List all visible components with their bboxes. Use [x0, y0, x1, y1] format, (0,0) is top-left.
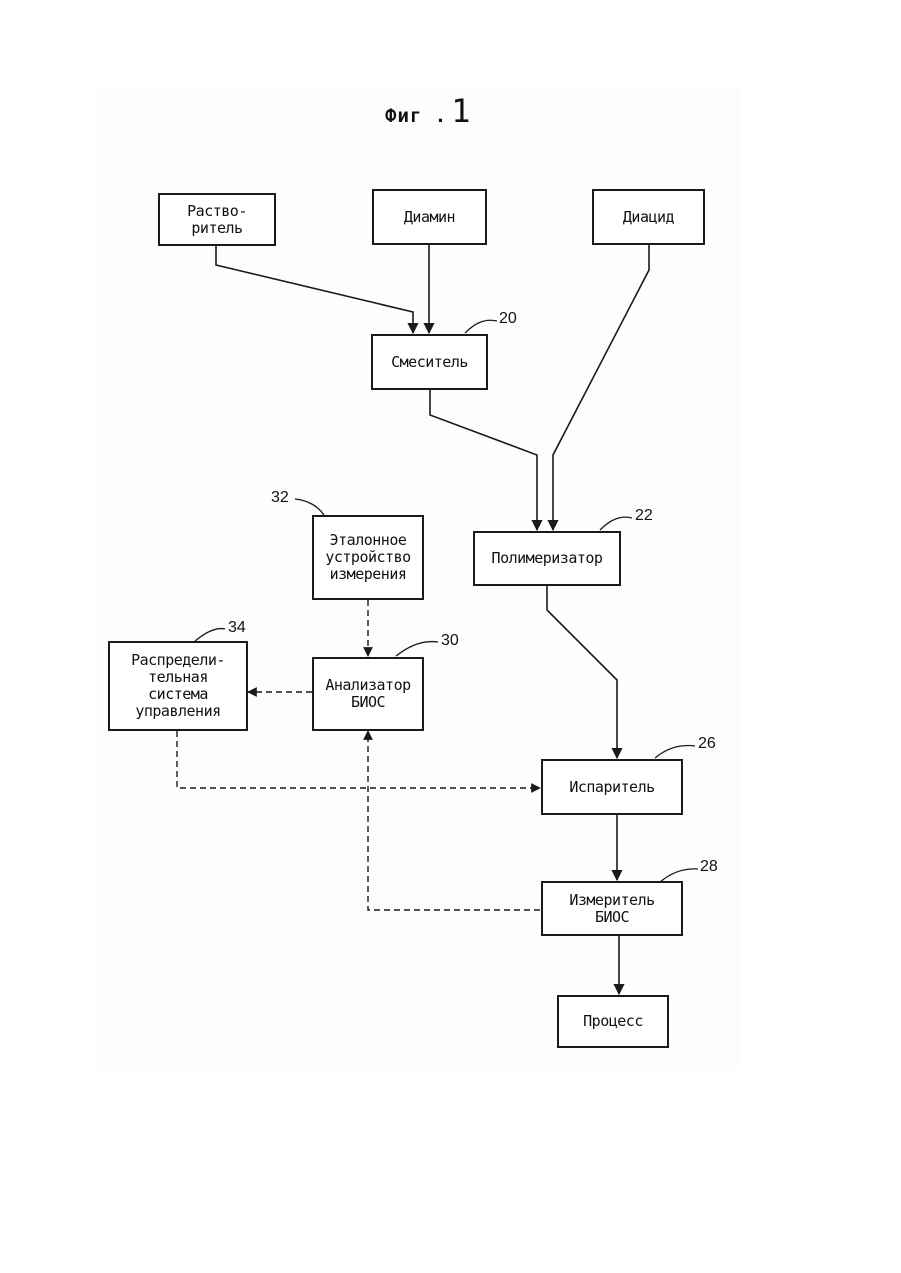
mixer-to-polymerizer-line — [430, 390, 537, 530]
ref-mixer: 20 — [499, 310, 517, 328]
distributed-control-block: Распредели- тельная система управления — [108, 641, 248, 731]
reference-meter-block: Эталонное устройство измерения — [312, 515, 424, 600]
ref-meter: 28 — [700, 858, 718, 876]
ref-reference-meter: 32 — [271, 489, 289, 507]
polymerizer-to-evaporator-line — [547, 586, 617, 758]
meter-to-analyzer-signal — [368, 731, 540, 910]
polymerizer-block: Полимеризатор — [473, 531, 621, 586]
analyzer-block: Анализатор БИОС — [312, 657, 424, 731]
ref-34-leader — [195, 629, 225, 641]
ref-22-leader — [600, 517, 632, 530]
ref-evaporator: 26 — [698, 735, 716, 753]
ref-26-leader — [655, 746, 695, 759]
evaporator-block: Испаритель — [541, 759, 683, 815]
diamine-block: Диамин — [372, 189, 487, 245]
ref-32-leader — [295, 499, 324, 515]
diacid-block: Диацид — [592, 189, 705, 245]
diacid-to-polymerizer-line — [553, 245, 649, 530]
ref-polymerizer: 22 — [635, 507, 653, 525]
control-to-evaporator-signal — [177, 731, 540, 788]
ref-distributed-control: 34 — [228, 619, 246, 637]
solvent-block: Раство- ритель — [158, 193, 276, 246]
ref-30-leader — [396, 642, 438, 656]
ref-20-leader — [465, 320, 497, 333]
solvent-to-mixer-line — [216, 245, 413, 333]
mixer-block: Смеситель — [371, 334, 488, 390]
meter-block: Измеритель БИОС — [541, 881, 683, 936]
ref-analyzer: 30 — [441, 632, 459, 650]
process-block: Процесс — [557, 995, 669, 1048]
